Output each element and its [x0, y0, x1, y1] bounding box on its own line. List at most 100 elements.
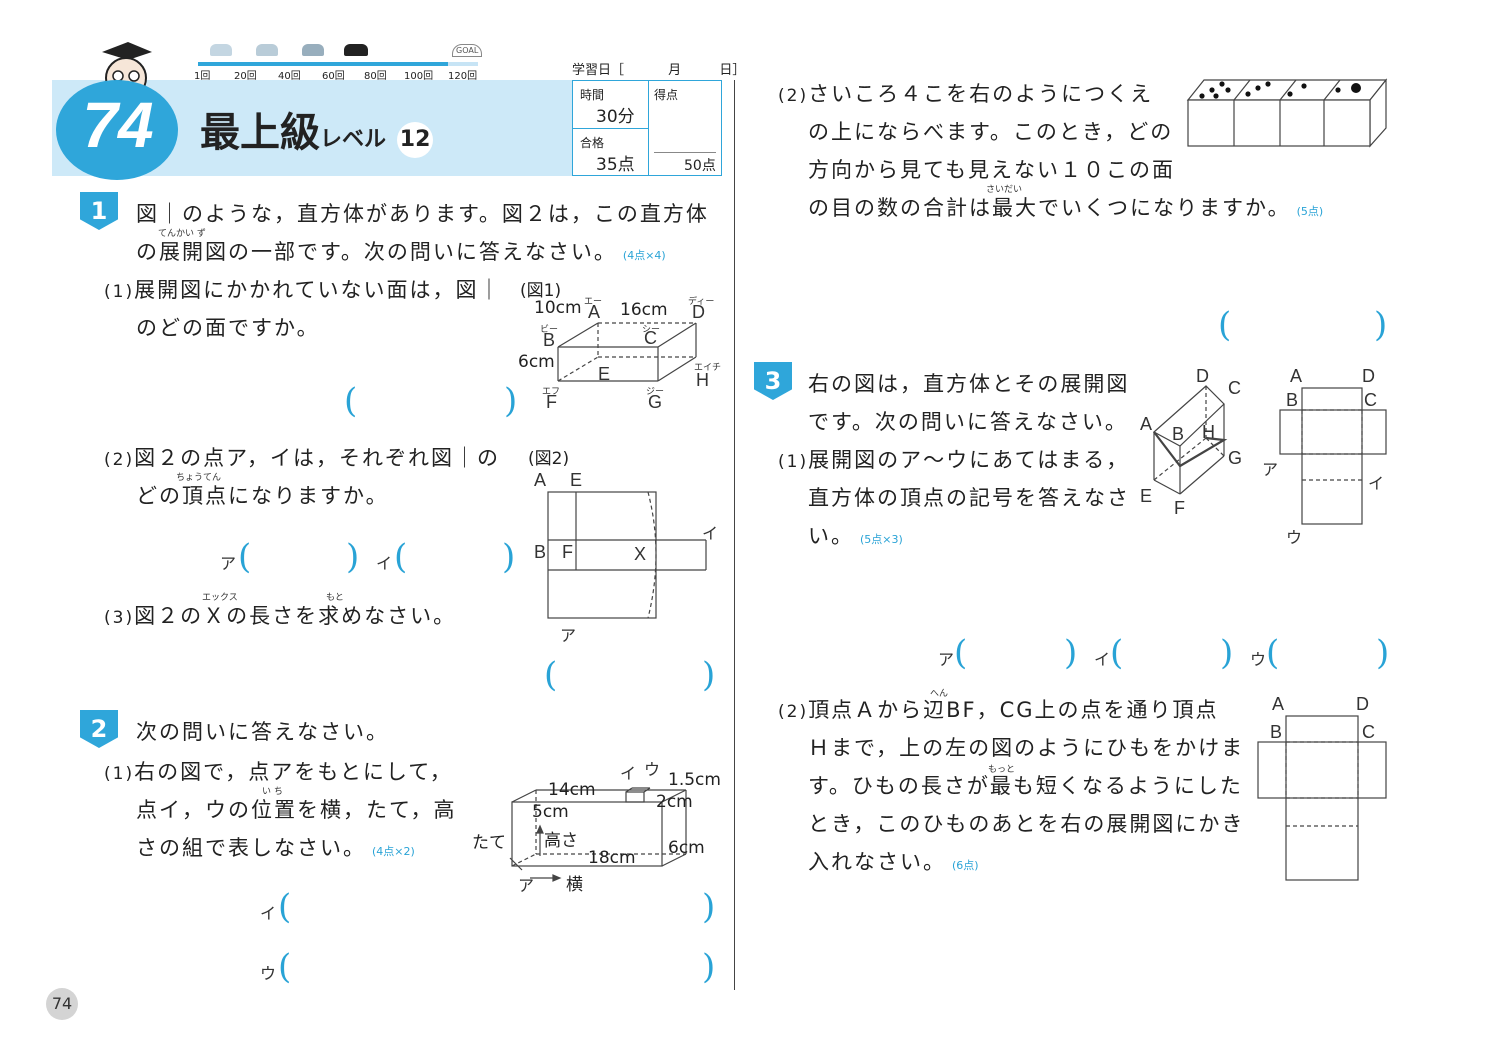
page-divider [734, 80, 735, 990]
study-date: 学習日［ 月 日］ [572, 63, 746, 78]
q3-ans-i-open[interactable]: ( [1110, 633, 1124, 673]
q2-label-height: 高さ [544, 831, 578, 851]
q3-prism-figure [1152, 385, 1228, 495]
fig2-label-X: X [634, 544, 647, 564]
q1-sub1-answer-close[interactable]: ) [504, 381, 518, 421]
time-value: 30分 [596, 107, 635, 127]
q2-dim-6cm: 6cm [668, 838, 705, 858]
fig1-ruby-b: ビー [540, 325, 559, 335]
fig1-vertex-D: D [692, 302, 705, 322]
car-icon [302, 44, 324, 56]
fig1-dim-10cm: 10cm [534, 298, 582, 318]
q1-sub2-ans-i-label: イ [376, 554, 393, 573]
q1-sub2-ans-i-close[interactable]: ) [502, 537, 516, 577]
q2-ans-u-open[interactable]: ( [278, 947, 292, 987]
page-number: 74 [46, 988, 78, 1020]
fig2-label-i: イ [702, 524, 719, 543]
fig1-label: (図1) [520, 281, 562, 301]
fig1-ruby-a: エー [584, 297, 603, 307]
q3-net2-B: B [1270, 722, 1283, 742]
q1-sub2-line2: どの頂点になりますか。 [136, 484, 389, 508]
q1-sub2-ans-a-close[interactable]: ) [346, 537, 360, 577]
fig1-ruby-f: エフ [542, 387, 561, 397]
q3-net2-C: C [1362, 722, 1375, 742]
fig2-label-E: E [570, 470, 583, 490]
q2-ans-u-close[interactable]: ) [702, 947, 716, 987]
q3-ans-u-close[interactable]: ) [1376, 633, 1390, 673]
q2-label-a: ア [518, 876, 535, 895]
q3-ans-i-close[interactable]: ) [1220, 633, 1234, 673]
q1-sub1-answer-open[interactable]: ( [344, 381, 358, 421]
q3-net2-A: A [1272, 694, 1285, 714]
fig2-net [547, 491, 707, 619]
q3-cube-G: G [1228, 448, 1243, 468]
lesson-number: 74 [82, 89, 154, 161]
q3-ans-u-label: ウ [1250, 650, 1267, 669]
q3-sub1-line1: (1)展開図のア～ウにあてはまる， [778, 448, 1130, 472]
progress-fill [198, 62, 448, 66]
goal-flag: GOAL [452, 44, 483, 57]
q2-ans-i-close[interactable]: ) [702, 887, 716, 927]
q3-cube-C: C [1228, 378, 1241, 398]
fig1-cuboid [557, 322, 697, 382]
q2-label-tate: たて [472, 833, 506, 853]
q2-badge: 2 [80, 710, 118, 748]
q2-label-u: ウ [644, 760, 661, 779]
q3-cube-A: A [1140, 414, 1153, 434]
fig1-vertex-E: E [598, 364, 611, 384]
q3-sub2-line1: (2)頂点Ａから辺BF，CG上の点を通り頂点 [778, 698, 1219, 722]
q2-dim-14cm: 14cm [548, 780, 596, 800]
q1-sub3-answer-open[interactable]: ( [544, 655, 558, 695]
fig2-label-a: ア [560, 626, 577, 645]
q1-sub3-answer-close[interactable]: ) [702, 655, 716, 695]
fig1-ruby-c: シー [642, 325, 661, 335]
q2-dim-18cm: 18cm [588, 848, 636, 868]
q2-ruby-ichi: い ち [262, 787, 283, 797]
fig2-label-A: A [534, 470, 547, 490]
dice-answer-open[interactable]: ( [1218, 305, 1232, 345]
score-box-divider-h [572, 128, 649, 129]
q3-sub2-line2: Ｈまで，上の左の図のようにひもをかけま [808, 736, 1245, 760]
progress-label-40: 40回 [278, 71, 301, 82]
q3-net-B: B [1286, 390, 1299, 410]
dice-line1: (2)さいころ４こを右のようにつくえ [778, 82, 1154, 106]
q3-ans-a-open[interactable]: ( [954, 633, 968, 673]
q2-line2: 点イ，ウの位置を横，たて，高 [136, 798, 457, 822]
progress-label-1: 1回 [194, 71, 211, 82]
q1-ruby-chouten: ちょうてん [176, 473, 222, 483]
q3-ans-a-close[interactable]: ) [1064, 633, 1078, 673]
q3-net-D: D [1362, 366, 1375, 386]
q3-net2-D: D [1356, 694, 1369, 714]
q3-line1: 右の図は，直方体とその展開図 [808, 372, 1130, 396]
dice-row-figure [1186, 78, 1388, 148]
q3-sub1-line2: 直方体の頂点の記号を答えなさ [808, 486, 1130, 510]
q3-sub2-line3: す。ひもの長さが最も短くなるようにした [808, 774, 1243, 798]
q1-sub2-ans-i-open[interactable]: ( [394, 537, 408, 577]
q3-sub2-line4: とき，このひものあとを右の展開図にかき [808, 812, 1245, 836]
q3-cube-F: F [1174, 498, 1185, 518]
pass-value: 35点 [596, 155, 635, 175]
fig1-vertex-A: A [588, 302, 601, 322]
fig1-ruby-h: エイチ [694, 363, 722, 373]
q2-ans-i-open[interactable]: ( [278, 887, 292, 927]
dice-answer-close[interactable]: ) [1374, 305, 1388, 345]
q1-badge: 1 [80, 192, 118, 230]
fig1-vertex-H: H [696, 370, 709, 390]
q3-ans-u-open[interactable]: ( [1266, 633, 1280, 673]
fig1-vertex-C: C [644, 328, 657, 348]
q1-sub3-line: (3)図２のＸの長さを求めなさい。 [104, 604, 457, 628]
q2-label-yoko: 横 [566, 875, 583, 895]
q1-ruby-tenkaizu: てんかい ず [158, 229, 206, 239]
title-level-num: 12 [397, 122, 434, 158]
q3-cube-H: H [1202, 422, 1215, 442]
fig1-vertex-B: B [543, 330, 556, 350]
q3-sub1-line3: い。(5点×3) [808, 524, 903, 548]
car-icon [344, 44, 368, 56]
fig2-label-B: B [534, 542, 547, 562]
q3-net2-drawing-area[interactable] [1254, 712, 1390, 884]
pass-label: 合格 [580, 136, 605, 150]
q1-sub1-line2: のどの面ですか。 [136, 316, 320, 340]
fig2-label-F: F [562, 542, 573, 562]
q1-sub2-ans-a-open[interactable]: ( [238, 537, 252, 577]
q3-net-i: イ [1368, 474, 1385, 493]
